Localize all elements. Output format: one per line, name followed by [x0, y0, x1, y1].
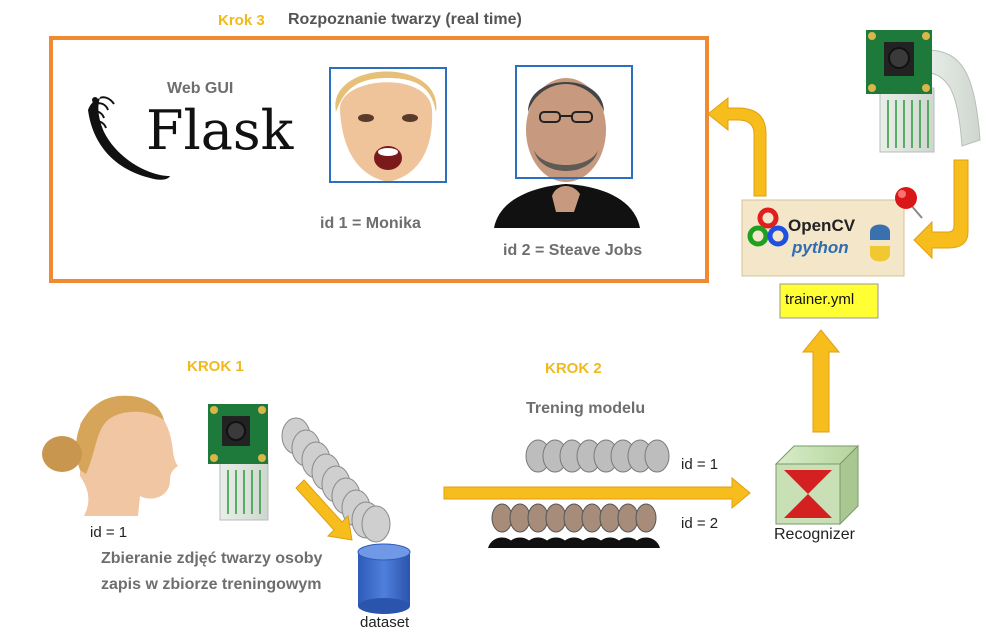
step3-label: Krok 3 [218, 12, 265, 29]
trainer-file-label: trainer.yml [785, 291, 855, 308]
woman-profile-image [42, 395, 178, 516]
python-label: python [792, 238, 849, 257]
step1-desc-line2: zapis w zbiorze treningowym [101, 576, 322, 593]
face-jobs-detection-box [515, 65, 633, 179]
step2-title: Trening modelu [526, 400, 646, 417]
face-monika-detection-box [329, 67, 447, 183]
step1-desc-line1: Zbieranie zdjęć twarzy osoby [101, 550, 323, 567]
arrow-dataset-to-recognizer [443, 476, 751, 510]
captured-faces-stack [281, 417, 391, 543]
web-gui-label: Web GUI [167, 80, 234, 97]
step2-label: KROK 2 [545, 360, 602, 377]
opencv-title: OpenCV [788, 216, 856, 235]
step3-frame [49, 36, 709, 283]
training-faces-row-2 [488, 503, 660, 548]
training-faces-row-1 [525, 439, 670, 473]
face-jobs-image [494, 78, 640, 228]
recognizer-cube-icon [774, 444, 860, 526]
arrow-recognizer-to-trainer [801, 329, 841, 433]
camera-module-top [866, 30, 981, 153]
face-jobs-caption: id 2 = Steave Jobs [503, 242, 643, 259]
trainer-note-box [779, 283, 879, 319]
face-monika-caption: id 1 = Monika [320, 215, 421, 232]
camera-module-bottom [208, 404, 269, 521]
step3-title: Rozpoznanie twarzy (real time) [288, 11, 522, 28]
recognizer-label: Recognizer [774, 526, 855, 543]
person-id-label: id = 1 [90, 524, 128, 541]
face-monika-image [330, 68, 446, 182]
dataset-label: dataset [360, 614, 410, 631]
row2-id-label: id = 2 [681, 515, 719, 532]
flask-logo-text: Flask [146, 99, 294, 162]
flask-horn-icon [88, 96, 170, 180]
row1-id-label: id = 1 [681, 456, 719, 473]
step1-label: KROK 1 [187, 358, 244, 375]
pin-icon [895, 187, 923, 219]
arrow-camera-to-opencv [913, 159, 969, 260]
arrow-faces-to-dataset [295, 479, 353, 541]
arrow-opencv-to-step3 [707, 96, 767, 197]
opencv-python-card [741, 199, 905, 277]
dataset-cylinder-icon [357, 543, 411, 614]
